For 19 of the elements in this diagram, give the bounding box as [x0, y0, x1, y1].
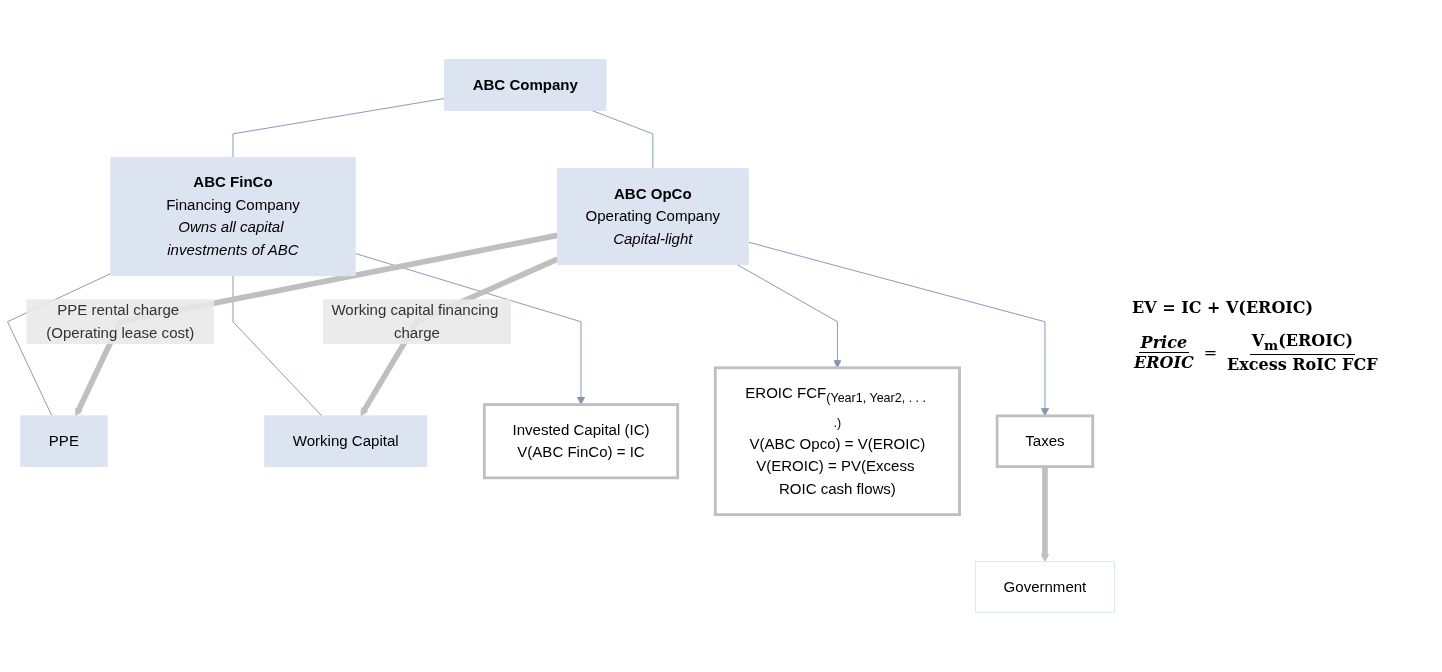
node-box: ABC FinCo Financing Company Owns all capital investments of ABC — [110, 156, 356, 277]
node-box: ABC Company — [443, 59, 607, 111]
equals-sign: = — [1203, 343, 1218, 362]
edge-label: Working capital financing charge — [331, 302, 499, 341]
formula-text: EV = IC + V(EROIC) — [1132, 298, 1315, 318]
numerator-text: Price — [1138, 333, 1190, 353]
node-box: PPE — [20, 415, 108, 468]
connector — [232, 275, 323, 417]
node-box: Government — [974, 561, 1115, 613]
denominator-text: Excess RoIC FCF — [1226, 354, 1379, 374]
node-box: ABC OpCo Operating Company Capital-light — [556, 168, 749, 265]
node-box: Taxes — [995, 414, 1095, 468]
edge-label: PPE rental charge (Operating lease cost) — [46, 302, 195, 341]
arrow — [1040, 466, 1050, 562]
node-box: Invested Capital (IC) V(ABC FinCo) = IC — [482, 403, 680, 480]
denominator-text: EROIC — [1132, 353, 1195, 372]
connector — [232, 98, 445, 158]
node-box: Working Capital — [264, 415, 428, 468]
numerator-text: V$_{m}$(EROIC) — [1249, 331, 1355, 355]
